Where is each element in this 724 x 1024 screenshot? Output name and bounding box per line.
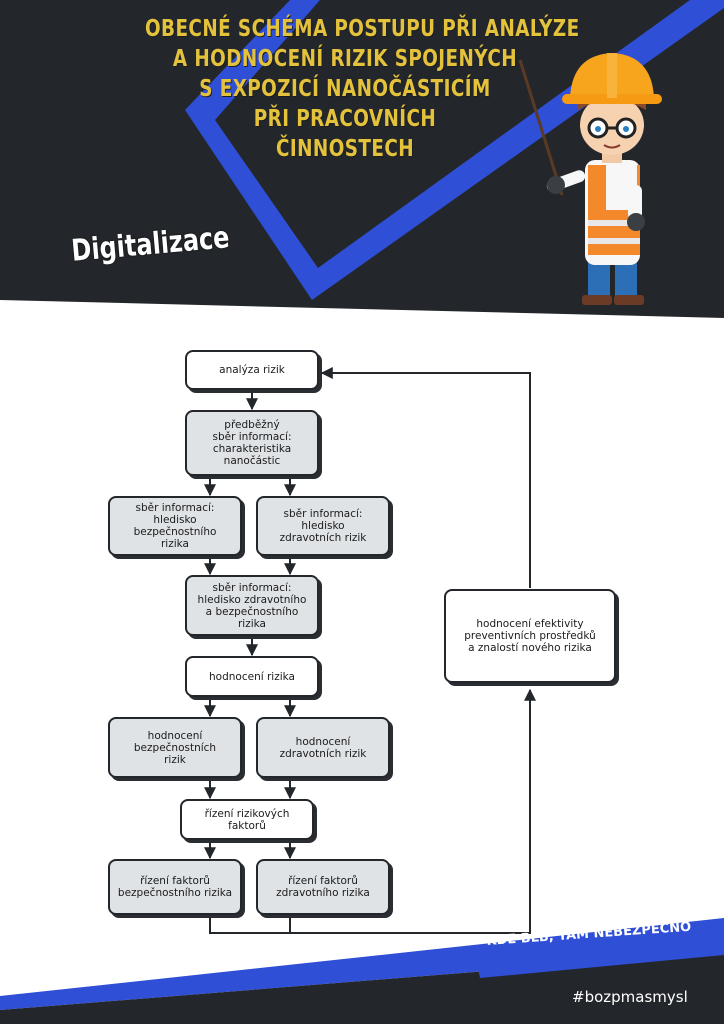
box-text: sběr informací: hledisko zdravotních riz… — [279, 508, 367, 544]
box-text: analýza rizik — [219, 364, 285, 376]
header-chevron-inner — [215, 0, 690, 268]
box-sber-kombinovane: sběr informací: hledisko zdravotního a b… — [185, 575, 319, 636]
footer-blue-band — [0, 918, 724, 1010]
box-hodnoceni-bezpecnostnich: hodnocení bezpečnostních rizik — [108, 717, 242, 778]
box-text: sběr informací: hledisko bezpečnostního … — [133, 502, 217, 550]
box-text: řízení rizikových faktorů — [204, 807, 290, 832]
title-line: A HODNOCENÍ RIZIK SPOJENÝCH — [172, 46, 518, 72]
feedback-bottom-line — [209, 916, 290, 934]
slogan-ribbon — [475, 925, 724, 978]
title-line: PŘI PRACOVNÍCH — [253, 106, 437, 132]
box-text: hodnocení rizika — [209, 670, 295, 683]
box-hodnoceni-zdravotnich: hodnocení zdravotních rizik — [256, 717, 390, 778]
box-text: sběr informací: hledisko zdravotního a b… — [197, 581, 307, 630]
box-analyza-rizik: analýza rizik — [185, 350, 319, 390]
box-predbezny-sber: předběžný sběr informací: charakteristik… — [185, 410, 319, 476]
feedback-to-analyza — [320, 367, 531, 588]
box-text: předběžný sběr informací: charakteristik… — [212, 419, 292, 467]
box-text: hodnocení bezpečnostních rizik — [133, 729, 217, 766]
box-rizeni-faktoru: řízení rizikových faktorů — [180, 799, 314, 840]
box-rizeni-zdravotniho: řízení faktorů zdravotního rizika — [256, 859, 390, 915]
box-hodnoceni-efektivity: hodnocení efektivity preventivních prost… — [444, 589, 616, 683]
footer-hashtag: #bozpmasmysl — [572, 988, 688, 1006]
worker-mascot-icon — [518, 53, 662, 305]
box-hodnoceni-rizika: hodnocení rizika — [185, 656, 319, 697]
box-text: řízení faktorů bezpečnostního rizika — [117, 875, 233, 899]
page-title: OBECNÉ SCHÉMA POSTUPU PŘI ANALÝZE A HODN… — [145, 14, 580, 164]
feedback-to-efektivita — [289, 688, 536, 934]
title-line: S EXPOZICÍ NANOČÁSTICÍM — [199, 76, 491, 102]
box-text: hodnocení efektivity preventivních prost… — [464, 618, 596, 654]
box-text: řízení faktorů zdravotního rizika — [276, 875, 370, 899]
box-text: hodnocení zdravotních rizik — [279, 735, 367, 760]
title-line: ČINNOSTECH — [275, 136, 415, 162]
box-sber-zdravotnich: sběr informací: hledisko zdravotních riz… — [256, 496, 390, 556]
title-line: OBECNÉ SCHÉMA POSTUPU PŘI ANALÝZE — [145, 16, 580, 42]
box-rizeni-bezpecnostniho: řízení faktorů bezpečnostního rizika — [108, 859, 242, 915]
box-sber-bezpecnostniho: sběr informací: hledisko bezpečnostního … — [108, 496, 242, 556]
